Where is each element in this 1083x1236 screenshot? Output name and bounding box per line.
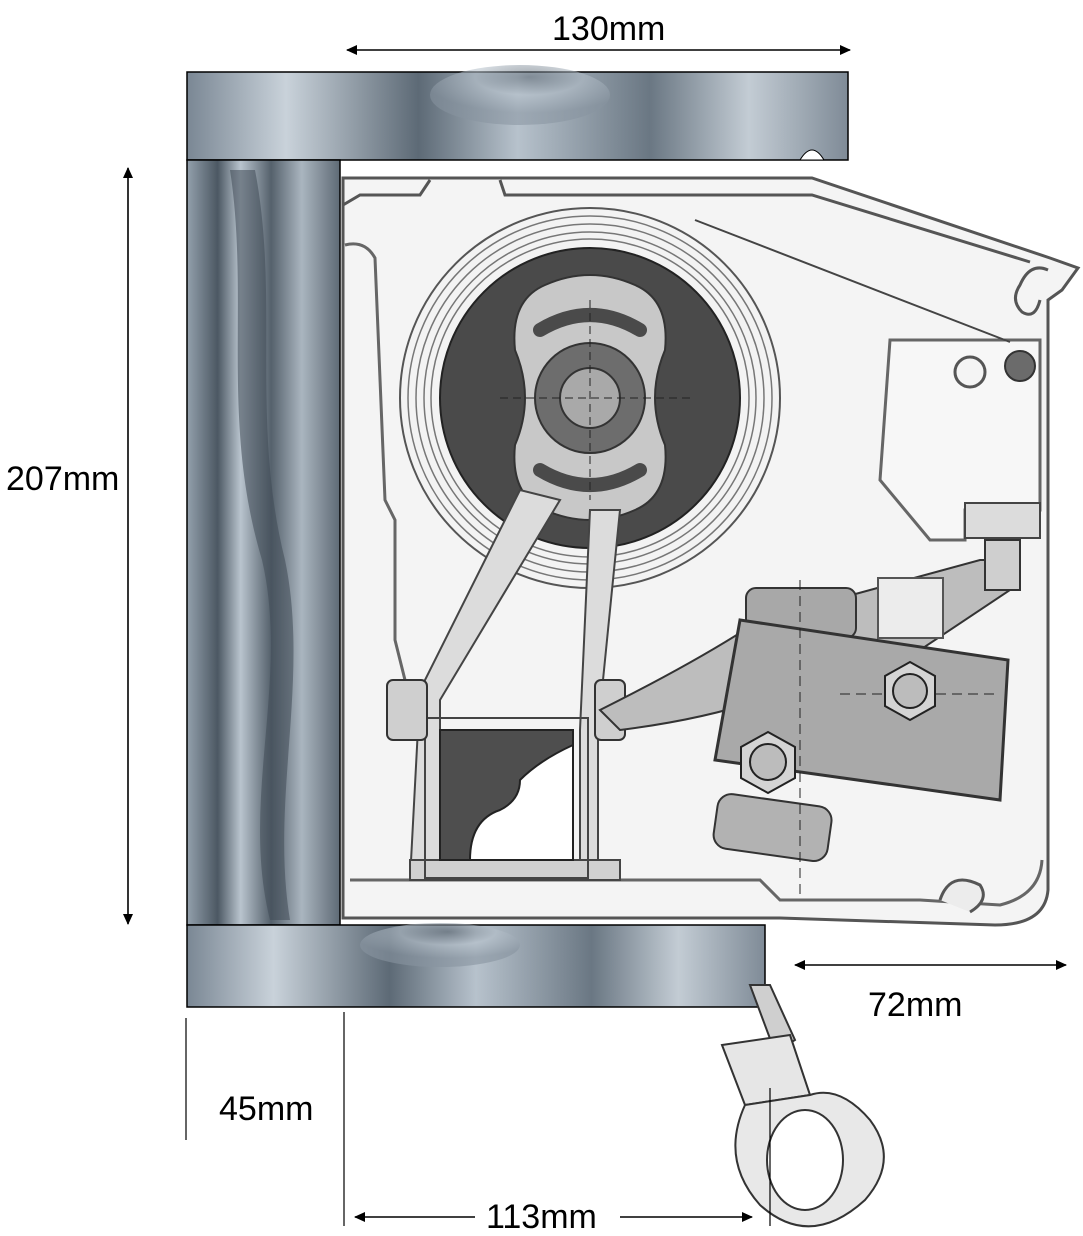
dimension-label-130mm: 130mm (552, 10, 666, 48)
cassette-channel (1004, 350, 1036, 382)
bracket-bottom-swirl (360, 923, 520, 967)
dimension-label-72mm: 72mm (868, 986, 963, 1024)
bracket-top-notch (799, 149, 825, 161)
dimension-label-113mm: 113mm (482, 1200, 601, 1234)
dimension-lines (123, 45, 1067, 1226)
arm-clamp-bolt (984, 539, 1021, 591)
hex-bolt-icon (884, 660, 936, 722)
arm-bottom-block (712, 793, 833, 862)
wall-bracket (186, 65, 849, 1008)
cassette-channel-2 (953, 355, 987, 389)
cassette-left-rail (344, 242, 407, 681)
arm-mechanism (598, 502, 1041, 900)
arm-clamp (964, 502, 1041, 539)
cassette-top-lip (342, 179, 1031, 264)
hex-bolt-icon (386, 679, 428, 741)
dimension-label-207mm: 207mm (6, 460, 120, 498)
hex-bolt-icon (740, 730, 796, 795)
arm-side-plate (877, 577, 944, 639)
fabric-roller (399, 207, 781, 589)
bracket-upright-shading (230, 170, 294, 920)
bracket-top-swirl (430, 65, 610, 125)
cassette-right-hook (1014, 266, 1049, 316)
crank-eyelet-icon (720, 984, 885, 1228)
fabric-line (694, 219, 1011, 343)
square-torsion-bar (424, 717, 589, 879)
dimension-label-45mm: 45mm (219, 1090, 314, 1128)
cassette-bottom-rail (350, 859, 1044, 907)
cassette-bottom-foot (938, 878, 985, 914)
